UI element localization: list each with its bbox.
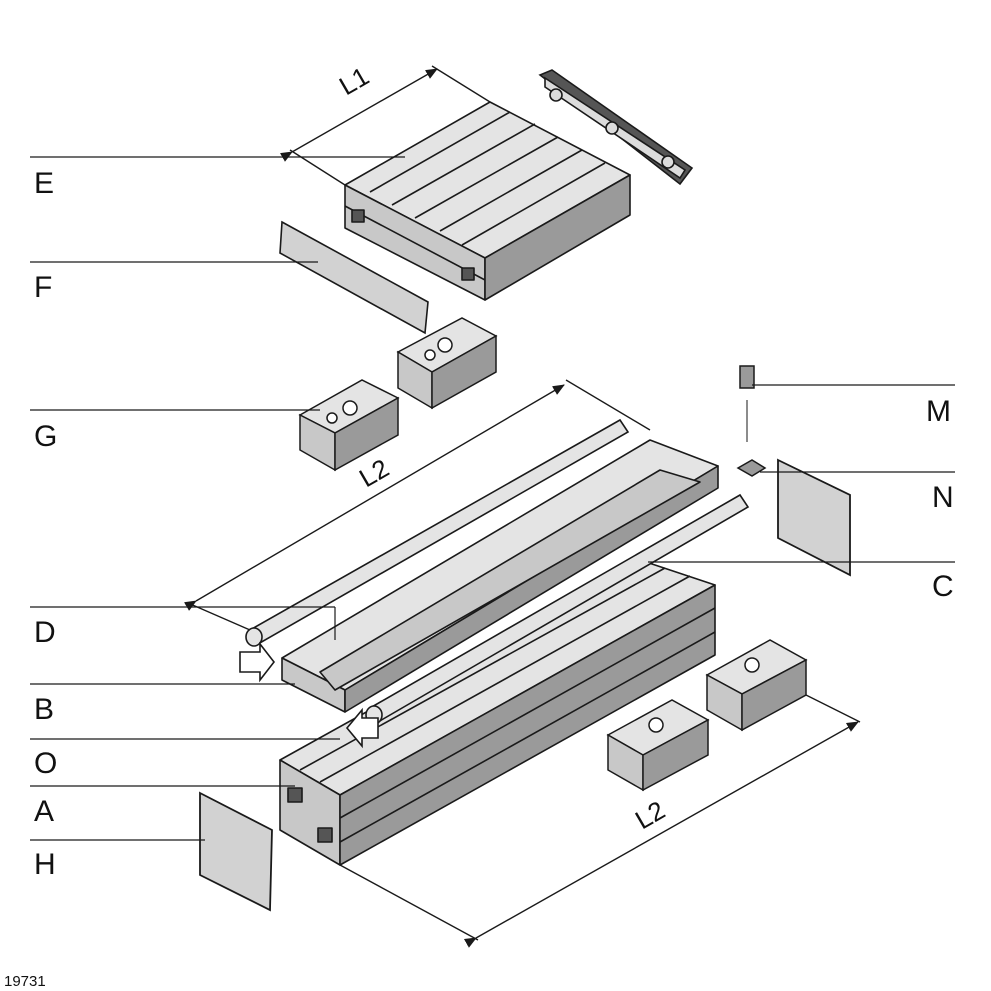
- callout-c: C: [932, 570, 954, 603]
- dimension-l2-upper-label: L2: [354, 453, 394, 493]
- carriage-upper-left: [298, 379, 400, 472]
- callout-e: E: [34, 167, 54, 200]
- callout-g: G: [34, 420, 57, 453]
- screw-m: [739, 365, 755, 442]
- leader-lines: [30, 156, 955, 841]
- callout-d: D: [34, 616, 56, 649]
- direction-arrow-right: [239, 641, 276, 683]
- callout-m: M: [926, 395, 951, 428]
- callout-a: A: [34, 795, 54, 828]
- profile-e: [344, 101, 631, 301]
- end-cover-h: [199, 791, 273, 912]
- carriage-lower-right: [705, 639, 808, 732]
- callout-o: O: [34, 747, 57, 780]
- callout-b: B: [34, 693, 54, 726]
- slot-nut-n: [736, 459, 767, 477]
- callout-h: H: [34, 848, 56, 881]
- dimension-l2-lower: [339, 694, 861, 948]
- end-cover-right: [777, 458, 851, 577]
- dimension-l1-label: L1: [334, 61, 374, 101]
- dimension-l2-lower-label: L2: [630, 795, 670, 835]
- carriage-upper-right: [396, 317, 498, 410]
- dimension-l1: [279, 65, 491, 186]
- carriage-lower-left: [606, 699, 710, 792]
- cover-strip-f: [279, 220, 429, 335]
- figure-code: 19731: [4, 973, 46, 990]
- direction-arrow-left: [345, 707, 379, 749]
- callout-n: N: [932, 481, 954, 514]
- end-plate: [538, 69, 694, 186]
- callout-f: F: [34, 271, 52, 304]
